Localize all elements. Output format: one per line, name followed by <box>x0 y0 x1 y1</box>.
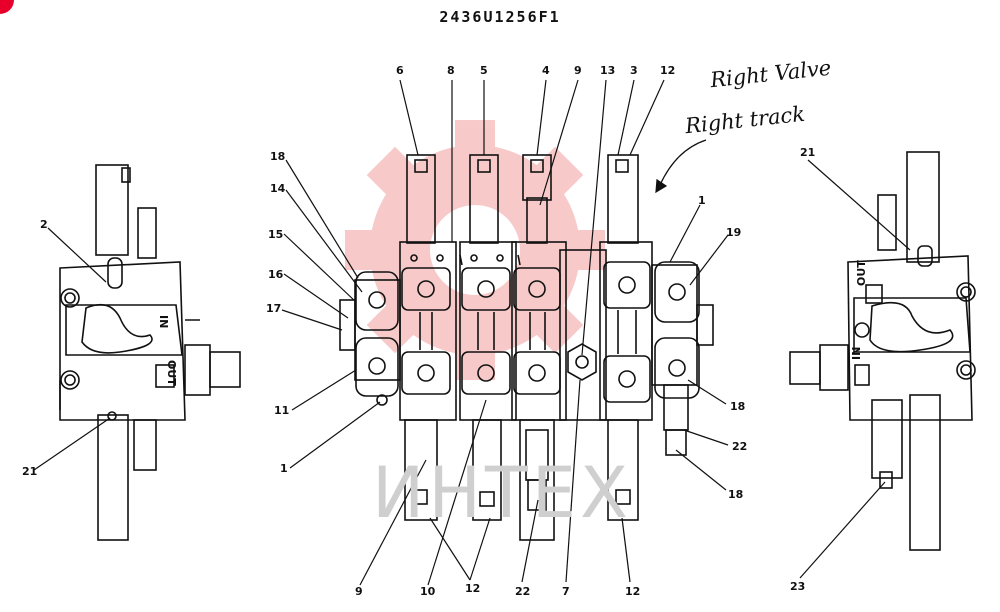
callout-right-view-21: 21 <box>800 146 815 159</box>
callout-top-4: 4 <box>542 64 550 77</box>
callout-right-1: 1 <box>698 194 706 207</box>
callout-bottom-12a: 12 <box>465 582 480 595</box>
callout-left-14: 14 <box>270 182 286 195</box>
callout-bottom-7: 7 <box>562 585 570 598</box>
callout-left-view-21: 21 <box>22 465 37 478</box>
callout-right-22: 22 <box>732 440 747 453</box>
callout-bottom-12b: 12 <box>625 585 640 598</box>
callout-bottom-9: 9 <box>355 585 363 598</box>
left-side-view <box>59 164 241 541</box>
right-out-label: OUT <box>855 260 868 286</box>
callout-left-15: 15 <box>268 228 283 241</box>
callout-left-view-2: 2 <box>40 218 48 231</box>
callout-top-13: 13 <box>600 64 615 77</box>
callout-right-18a: 18 <box>730 400 745 413</box>
center-valve-assembly <box>339 154 714 541</box>
watermark-text: ИНТЕХ <box>372 452 632 534</box>
callout-right-18b: 18 <box>728 488 743 501</box>
left-in-label: IN <box>157 315 170 328</box>
callout-left-16: 16 <box>268 268 284 281</box>
callout-right-19: 19 <box>726 226 741 239</box>
callout-right-view-23: 23 <box>790 580 805 593</box>
right-side-view <box>789 151 976 551</box>
callout-top-5: 5 <box>480 64 488 77</box>
callout-top-6: 6 <box>396 64 404 77</box>
leader-lines <box>33 79 911 586</box>
callout-top-12: 12 <box>660 64 675 77</box>
callout-top-3: 3 <box>630 64 638 77</box>
callout-top-9: 9 <box>574 64 582 77</box>
right-in-label: IN <box>850 347 863 360</box>
callout-left-11: 11 <box>274 404 289 417</box>
callout-left-1: 1 <box>280 462 288 475</box>
callouts: 6 8 5 4 9 13 3 12 18 14 15 16 17 11 1 1 … <box>22 64 815 598</box>
callout-bottom-10: 10 <box>420 585 436 598</box>
drawing-number: 2436U1256F1 <box>439 8 561 26</box>
callout-top-8: 8 <box>447 64 455 77</box>
callout-left-18: 18 <box>270 150 285 163</box>
callout-bottom-22: 22 <box>515 585 530 598</box>
left-out-label: OUT <box>165 360 178 386</box>
callout-left-17: 17 <box>266 302 281 315</box>
